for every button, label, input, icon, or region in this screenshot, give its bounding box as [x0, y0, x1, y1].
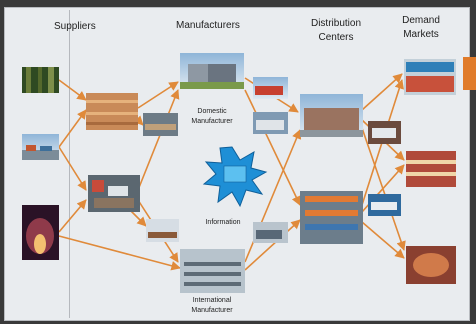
- arrow: [361, 221, 405, 259]
- international-label-line2: Manufacturer: [191, 307, 233, 314]
- arrow: [361, 73, 403, 111]
- domestic-manufacturer-image: [180, 53, 244, 89]
- arrow: [137, 89, 180, 191]
- arrow: [244, 89, 301, 206]
- conveyor-image-upper: [143, 113, 178, 136]
- distribution-header-line1: Distribution: [310, 18, 362, 29]
- distribution-center-lower-image: [300, 191, 363, 244]
- arrow: [58, 146, 87, 191]
- arrow: [58, 235, 181, 271]
- international-manufacturer-image: [180, 249, 245, 293]
- supplier-port-image: [22, 134, 59, 160]
- arrow: [58, 79, 87, 101]
- market-shelves-image: [406, 151, 456, 187]
- demand-header-line2: Markets: [403, 29, 439, 40]
- information-starburst-icon: [202, 146, 268, 208]
- domestic-label-line2: Manufacturer: [191, 118, 233, 125]
- market-store-image: [404, 59, 456, 95]
- international-label-line1: International: [192, 297, 232, 304]
- manufacturers-header: Manufacturers: [176, 20, 240, 31]
- wood-pallets-image: [86, 93, 138, 130]
- demand-header-line1: Demand: [402, 15, 440, 26]
- truck-image-middle: [253, 112, 288, 134]
- distribution-header-line2: Centers: [318, 32, 354, 43]
- truck-image-lower: [253, 222, 288, 243]
- supplier-refinery-image: [22, 205, 59, 260]
- demand-markets-header: Demand Markets: [397, 14, 445, 42]
- distribution-centers-header: Distribution Centers: [301, 17, 371, 45]
- accent-tab: [463, 57, 476, 90]
- international-manufacturer-label: International Manufacturer: [185, 296, 239, 316]
- supplier-forest-image: [22, 67, 59, 93]
- arrow: [137, 81, 179, 109]
- arrow: [58, 199, 87, 233]
- arrow: [244, 219, 301, 271]
- domestic-manufacturer-label: Domestic Manufacturer: [187, 107, 237, 127]
- factory-floor-image: [88, 175, 140, 212]
- market-mall-image: [406, 246, 456, 284]
- arrow: [58, 109, 87, 148]
- arrow: [129, 209, 147, 227]
- domestic-label-line1: Domestic: [197, 108, 227, 115]
- delivery-image-lower: [368, 194, 401, 216]
- distribution-center-upper-image: [300, 94, 363, 137]
- suppliers-header: Suppliers: [54, 21, 96, 32]
- conveyor-image-lower: [146, 219, 179, 242]
- truck-image-upper: [253, 77, 288, 99]
- information-label: Information: [205, 219, 241, 226]
- delivery-image-upper: [368, 121, 401, 144]
